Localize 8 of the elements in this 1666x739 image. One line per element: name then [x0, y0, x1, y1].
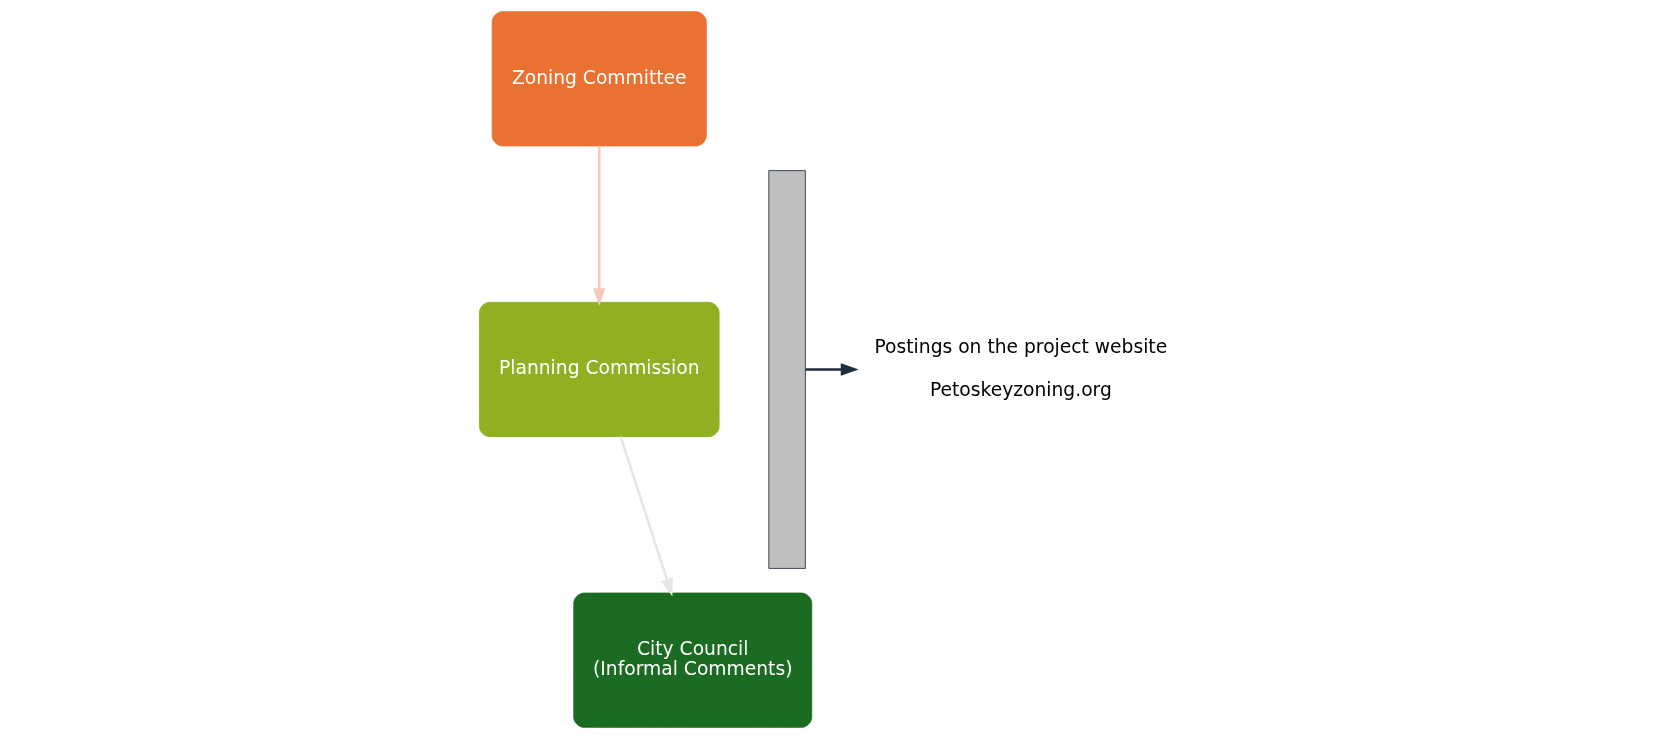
node-box: Planning Commission [478, 301, 720, 438]
node-bar [768, 170, 806, 569]
node-text: Postings on the project website Petoskeyzoning.org [874, 336, 1168, 400]
node-box: Zoning Committee [491, 11, 707, 147]
arrow [805, 363, 859, 376]
arrow [593, 145, 606, 306]
arrow [619, 436, 673, 597]
node-box: City Council (Informal Comments) [573, 592, 813, 728]
